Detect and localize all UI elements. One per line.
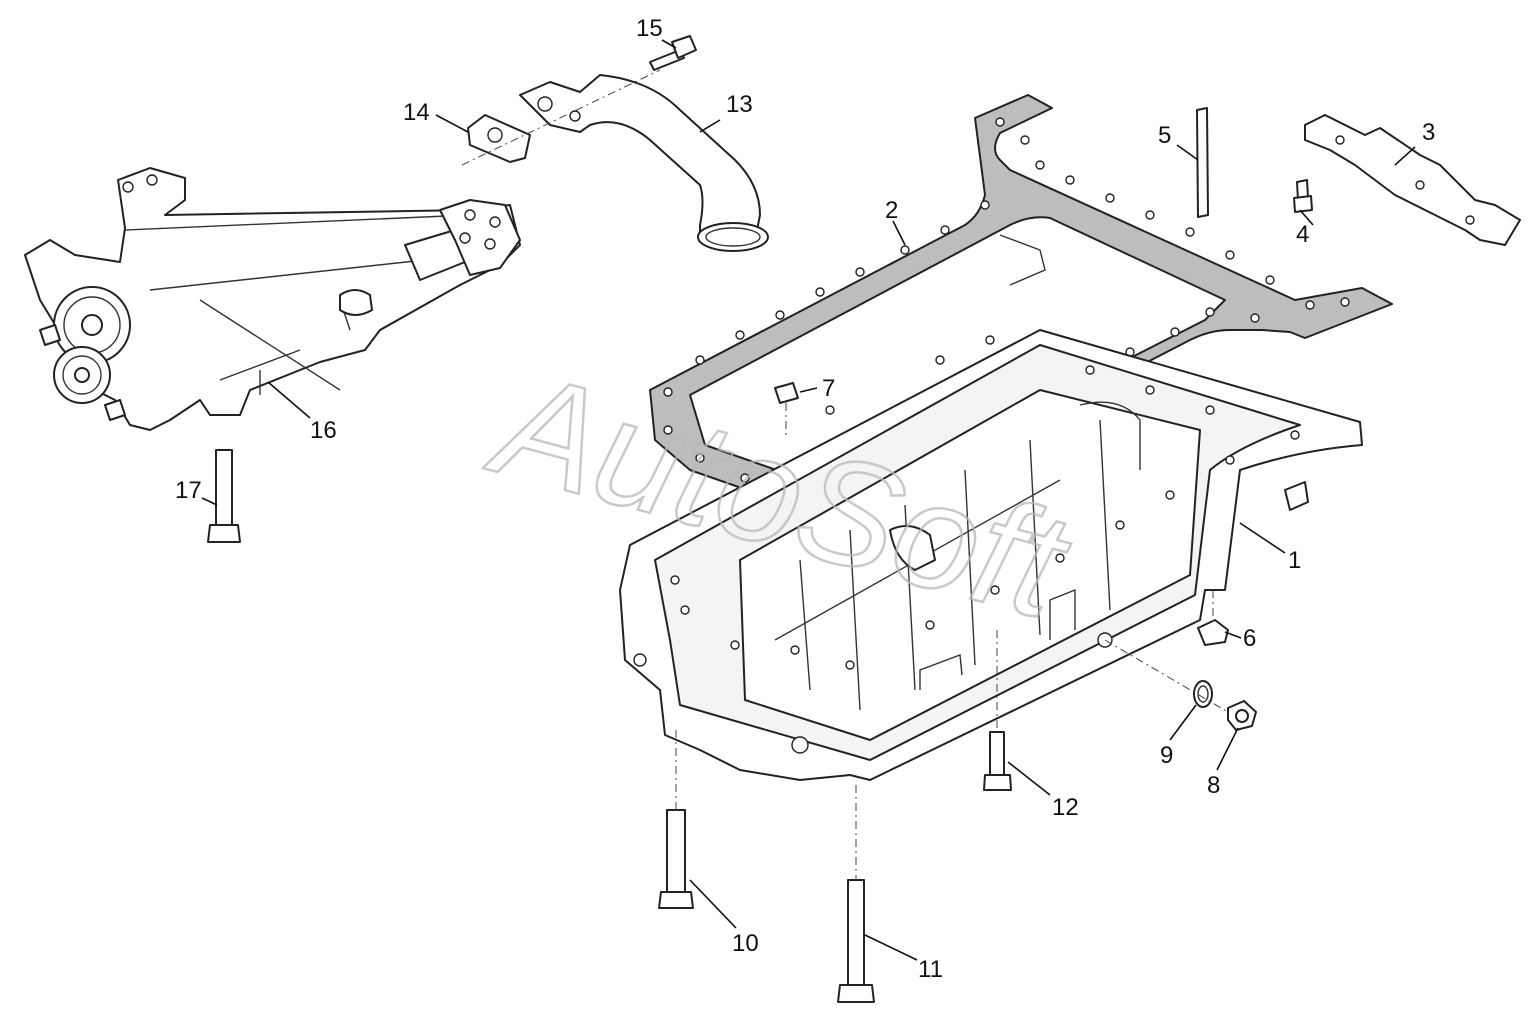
part-16-oil-pump xyxy=(24,167,521,431)
callout-labels: 1 2 3 4 5 6 7 8 9 10 11 12 13 14 15 16 1… xyxy=(175,15,1435,983)
pump-gear-lower xyxy=(53,346,111,404)
part-2-gasket xyxy=(649,94,1393,506)
part-17-bolt xyxy=(207,449,241,543)
part-3-bracket xyxy=(1304,114,1521,246)
part-1-oil-pan xyxy=(619,234,1363,781)
assembly-axes xyxy=(461,69,1229,880)
callout-14: 14 xyxy=(403,99,430,126)
callout-7: 7 xyxy=(822,375,835,402)
callout-13: 13 xyxy=(726,91,753,118)
callout-8: 8 xyxy=(1207,772,1220,799)
part-13-suction-pipe xyxy=(519,74,769,252)
part-7-plug xyxy=(774,382,799,404)
part-4-screw xyxy=(1293,179,1313,213)
part-15-bolt xyxy=(649,35,697,71)
part-8-drain-plug xyxy=(1227,700,1257,731)
part-6-plug xyxy=(1197,619,1229,646)
callout-5: 5 xyxy=(1158,122,1171,149)
callout-9: 9 xyxy=(1160,742,1173,769)
callout-17: 17 xyxy=(175,477,202,504)
part-12-bolt xyxy=(983,731,1012,791)
part-11-bolt xyxy=(837,879,875,1003)
callout-1: 1 xyxy=(1288,547,1301,574)
leader-lines xyxy=(201,39,1416,961)
callout-11: 11 xyxy=(918,956,943,983)
callout-10: 10 xyxy=(732,930,759,957)
callout-3: 3 xyxy=(1422,119,1435,146)
callout-2: 2 xyxy=(885,197,898,224)
callout-12: 12 xyxy=(1052,794,1079,821)
callout-16: 16 xyxy=(310,417,337,444)
callout-15: 15 xyxy=(636,15,663,42)
part-9-seal-ring xyxy=(1193,680,1213,708)
callout-6: 6 xyxy=(1243,625,1256,652)
callout-4: 4 xyxy=(1296,221,1309,248)
part-5-stud xyxy=(1196,107,1209,218)
part-14-flange-gasket xyxy=(467,114,531,163)
part-10-bolt xyxy=(658,809,694,909)
